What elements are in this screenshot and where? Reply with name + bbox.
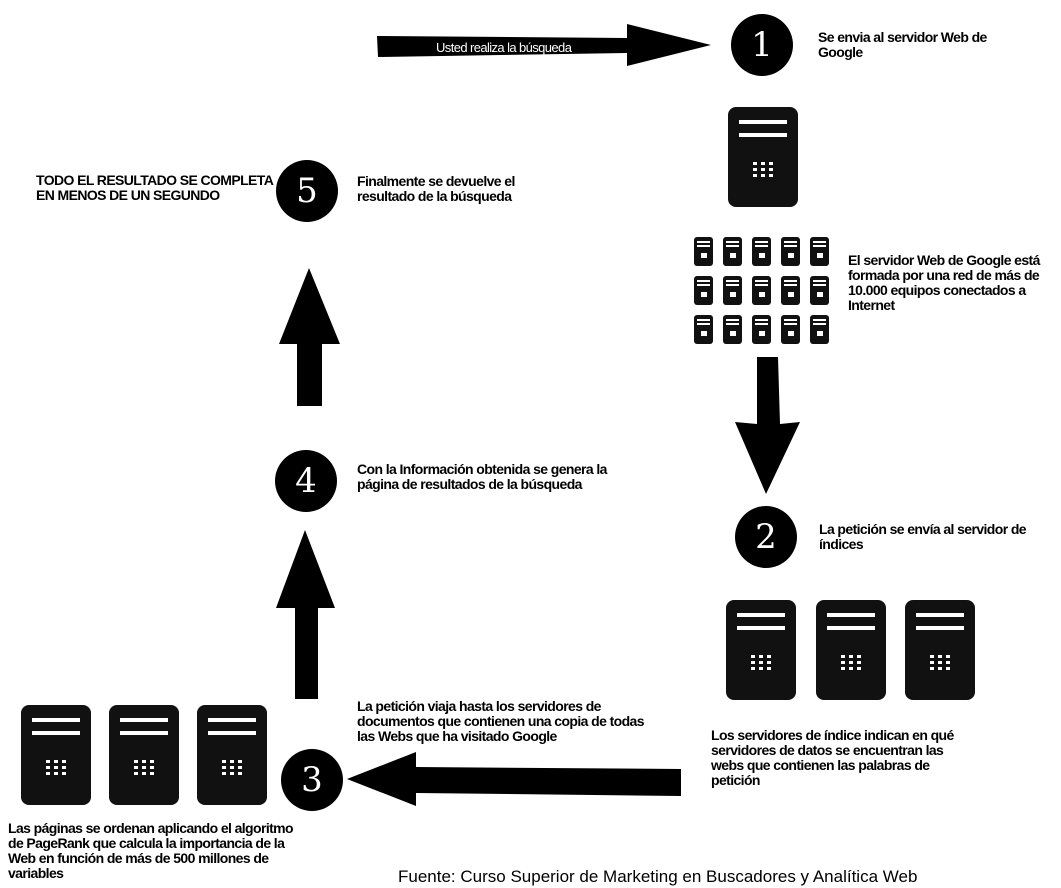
web-server-icon bbox=[728, 107, 798, 207]
source-caption: Fuente: Curso Superior de Marketing en B… bbox=[398, 867, 918, 886]
step-1-badge: 1 bbox=[731, 14, 793, 76]
arrow-to-step-3 bbox=[347, 752, 681, 806]
step-2-badge: 2 bbox=[735, 506, 797, 568]
total-time-note: TODO EL RESULTADO SE COMPLETA EN MENOS D… bbox=[36, 172, 273, 203]
step-5-caption: Finalmente se devuelve el resultado de l… bbox=[357, 173, 515, 204]
index-servers-note: Los servidores de índice indican en qué … bbox=[711, 727, 954, 788]
arrow-to-step-2 bbox=[735, 357, 800, 494]
search-arrow-label: Usted realiza la búsqueda bbox=[436, 40, 572, 55]
pagerank-note: Las páginas se ordenan aplicando el algo… bbox=[8, 820, 294, 881]
server-network-icon bbox=[694, 237, 829, 344]
step-2-caption: La petición se envía al servidor de índi… bbox=[819, 521, 1027, 552]
step-3-caption: La petición viaja hasta los servidores d… bbox=[357, 698, 645, 744]
step-3-badge: 3 bbox=[281, 749, 343, 811]
step-5-badge: 5 bbox=[276, 160, 338, 222]
document-servers-icon bbox=[21, 705, 267, 805]
step-4-badge: 4 bbox=[275, 450, 337, 512]
arrow-to-step-4 bbox=[276, 530, 335, 699]
web-server-network-note: El servidor Web de Google está formada p… bbox=[848, 252, 1040, 313]
index-servers-icon bbox=[726, 600, 975, 700]
arrow-to-step-1 bbox=[377, 24, 711, 66]
arrow-to-step-5 bbox=[279, 268, 340, 406]
step-1-caption: Se envia al servidor Web de Google bbox=[818, 29, 987, 60]
step-4-caption: Con la Información obtenida se genera la… bbox=[357, 461, 607, 492]
